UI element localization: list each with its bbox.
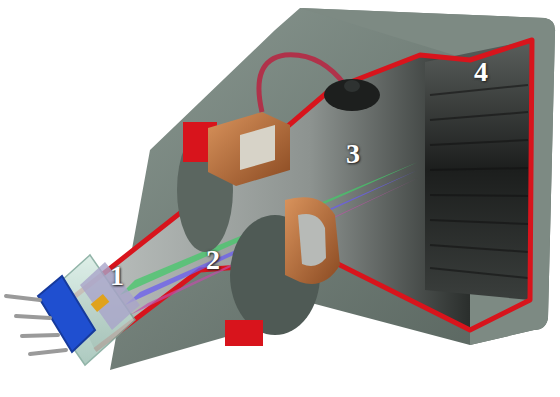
deflection-coil (285, 197, 340, 284)
coil-opening (240, 125, 275, 170)
gun-cathode (91, 294, 110, 312)
callout-number: 2 (206, 246, 220, 274)
anode-cap (344, 80, 360, 92)
callout-number: 3 (346, 140, 360, 168)
tube-interior (70, 55, 470, 350)
cutaway-edge (70, 40, 532, 350)
yoke-block (225, 320, 263, 346)
tube-socket (38, 276, 95, 352)
callout-number: 1 (110, 262, 124, 290)
anode-cap (324, 79, 380, 111)
deflection-coil (208, 112, 290, 186)
phosphor-screen (425, 40, 532, 300)
callout-number: 4 (474, 58, 488, 86)
socket-pins (6, 296, 66, 354)
shadow-mask (430, 85, 528, 278)
coil-opening (298, 214, 326, 266)
